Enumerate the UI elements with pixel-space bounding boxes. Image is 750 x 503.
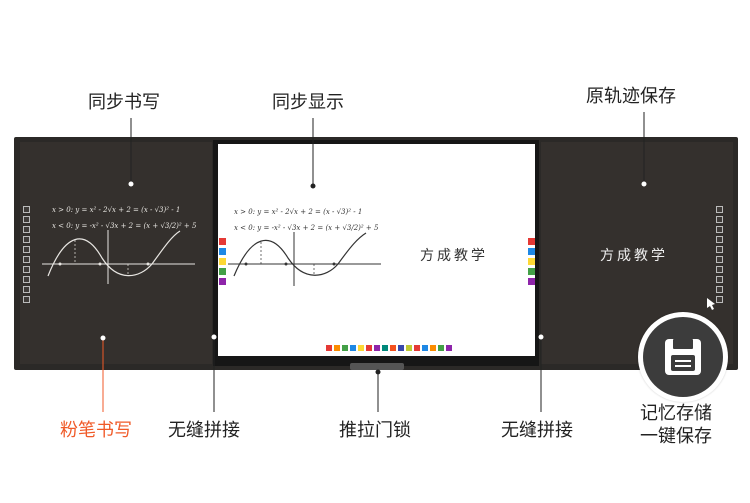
red-pen-icon[interactable] (528, 238, 535, 245)
label-memory-save-line2: 一键保存 (640, 426, 712, 448)
app-icon[interactable] (358, 345, 364, 351)
eraser-icon[interactable] (23, 236, 30, 243)
screen-right-color-toolbar (528, 238, 535, 285)
app-icon[interactable] (398, 345, 404, 351)
purple-pen-icon[interactable] (528, 278, 535, 285)
red-pen-icon[interactable] (219, 238, 226, 245)
app-icon[interactable] (446, 345, 452, 351)
left-chalk-graph (42, 230, 195, 284)
push-pull-lock[interactable] (350, 363, 404, 370)
floppy-disk-icon (665, 339, 701, 375)
blue-pen-icon[interactable] (219, 248, 226, 255)
tool-icon[interactable] (716, 256, 723, 263)
app-icon[interactable] (366, 345, 372, 351)
left-chalkboard-panel (20, 142, 212, 364)
blue-pen-icon[interactable] (528, 248, 535, 255)
purple-pen-icon[interactable] (219, 278, 226, 285)
tool-icon[interactable] (23, 286, 30, 293)
left-chalk-formula-line1: x > 0: y = x² - 2√x + 2 = (x - √3)² - 1 (52, 206, 181, 214)
app-icon[interactable] (390, 345, 396, 351)
screen-formula-line1: x > 0: y = x² - 2√x + 2 = (x - √3)² - 1 (234, 208, 363, 216)
screen-handwriting: 方成教学 (420, 248, 488, 264)
label-sync-writing: 同步书写 (88, 92, 160, 113)
pen-icon[interactable] (716, 226, 723, 233)
screen-graph (228, 232, 381, 286)
cursor-icon (707, 298, 715, 310)
yellow-pen-icon[interactable] (219, 258, 226, 265)
one-key-save-button[interactable] (638, 312, 728, 402)
tool-icon[interactable] (716, 206, 723, 213)
right-panel-handwriting: 方成教学 (600, 248, 668, 264)
eraser-icon[interactable] (716, 236, 723, 243)
app-icon[interactable] (422, 345, 428, 351)
yellow-pen-icon[interactable] (528, 258, 535, 265)
label-seamless-right: 无缝拼接 (501, 420, 573, 441)
app-icon[interactable] (326, 345, 332, 351)
pen-icon[interactable] (23, 226, 30, 233)
screen-formula-line2: x < 0: y = -x² - √3x + 2 = (x + √3/2)² +… (234, 224, 379, 232)
left-panel-toolbar (23, 206, 30, 303)
green-pen-icon[interactable] (528, 268, 535, 275)
close-icon[interactable] (716, 296, 723, 303)
shape-icon[interactable] (23, 246, 30, 253)
right-panel-toolbar (716, 206, 723, 303)
app-icon[interactable] (414, 345, 420, 351)
tool-icon[interactable] (716, 266, 723, 273)
pen-icon[interactable] (716, 216, 723, 223)
app-icon[interactable] (406, 345, 412, 351)
tool-icon[interactable] (716, 276, 723, 283)
tool-icon[interactable] (716, 286, 723, 293)
shape-icon[interactable] (716, 246, 723, 253)
label-original-track: 原轨迹保存 (586, 86, 676, 107)
app-icon[interactable] (374, 345, 380, 351)
label-push-pull-lock: 推拉门锁 (339, 420, 411, 441)
screen-left-color-toolbar (219, 238, 226, 285)
interactive-display-screen (218, 144, 535, 356)
label-memory-save: 记忆存储 一键保存 (640, 402, 712, 449)
label-seamless-left: 无缝拼接 (168, 420, 240, 441)
screen-bottom-toolbar (326, 345, 452, 351)
label-sync-display: 同步显示 (272, 92, 344, 113)
green-pen-icon[interactable] (219, 268, 226, 275)
close-icon[interactable] (23, 296, 30, 303)
tool-icon[interactable] (23, 206, 30, 213)
tool-icon[interactable] (23, 256, 30, 263)
tool-icon[interactable] (23, 276, 30, 283)
label-memory-save-line1: 记忆存储 (640, 403, 712, 424)
app-icon[interactable] (382, 345, 388, 351)
tool-icon[interactable] (23, 266, 30, 273)
app-icon[interactable] (342, 345, 348, 351)
left-chalk-formula-line2: x < 0: y = -x² - √3x + 2 = (x + √3/2)² +… (52, 222, 197, 230)
pen-icon[interactable] (23, 216, 30, 223)
label-chalk-writing: 粉笔书写 (60, 420, 132, 441)
app-icon[interactable] (334, 345, 340, 351)
app-icon[interactable] (430, 345, 436, 351)
app-icon[interactable] (438, 345, 444, 351)
app-icon[interactable] (350, 345, 356, 351)
